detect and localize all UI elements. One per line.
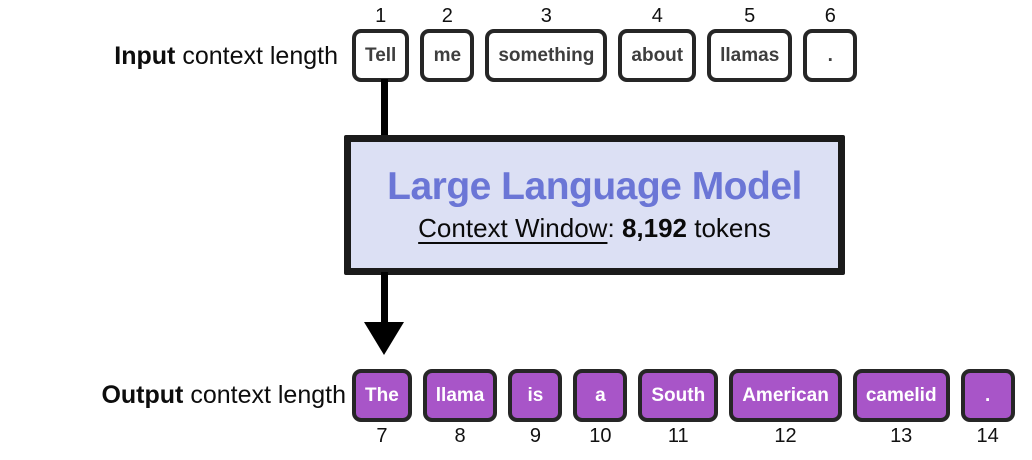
input-token: 6 . xyxy=(803,4,858,82)
output-token: a 10 xyxy=(573,369,628,448)
output-arrow-line xyxy=(381,272,388,324)
token-number: 9 xyxy=(529,425,541,447)
token-number: 5 xyxy=(744,5,756,27)
input-arrow-line xyxy=(381,79,388,137)
output-token-row: The 7 llama 8 is 9 a 10 South 11 America… xyxy=(352,369,1015,448)
output-token: The 7 xyxy=(352,369,412,448)
context-window-unit: tokens xyxy=(687,213,771,244)
input-token-box: about xyxy=(618,29,697,82)
input-token: 3 something xyxy=(485,4,608,82)
input-token-row: 1 Tell 2 me 3 something 4 about 5 llamas… xyxy=(352,4,858,82)
token-number: 11 xyxy=(667,425,689,447)
token-number: 4 xyxy=(651,5,663,27)
output-token: American 12 xyxy=(729,369,842,448)
output-token: llama 8 xyxy=(422,369,498,448)
llm-title: Large Language Model xyxy=(387,164,802,208)
input-token: 1 Tell xyxy=(352,4,410,82)
output-token-box: American xyxy=(729,369,842,422)
output-arrow-head-icon xyxy=(364,322,404,355)
output-token: . 14 xyxy=(960,369,1015,448)
input-token: 4 about xyxy=(618,4,697,82)
input-token-box: me xyxy=(420,29,475,82)
token-number: 6 xyxy=(824,5,836,27)
context-window-value: 8,192 xyxy=(621,213,688,244)
token-number: 2 xyxy=(441,5,453,27)
output-token-box: is xyxy=(508,369,563,422)
token-number: 7 xyxy=(376,425,388,447)
input-token-box: llamas xyxy=(707,29,793,82)
context-window-line: Context Window: 8,192 tokens xyxy=(418,213,771,244)
output-context-length-label: Output context length xyxy=(0,381,346,410)
output-token-box: The xyxy=(352,369,412,422)
output-token: camelid 13 xyxy=(852,369,950,448)
context-window-colon: : xyxy=(607,213,615,244)
input-token-box: . xyxy=(803,29,858,82)
output-token: South 11 xyxy=(638,369,719,448)
output-label-rest: context length xyxy=(183,381,346,409)
input-token-box: something xyxy=(485,29,608,82)
input-token: 2 me xyxy=(420,4,475,82)
token-number: 8 xyxy=(454,425,466,447)
token-number: 10 xyxy=(589,425,612,447)
output-token-box: a xyxy=(573,369,628,422)
token-number: 3 xyxy=(540,5,552,27)
input-token-box: Tell xyxy=(352,29,410,82)
token-number: 13 xyxy=(890,425,913,447)
output-token-box: . xyxy=(960,369,1015,422)
output-label-bold: Output xyxy=(101,381,184,409)
llm-box: Large Language Model Context Window: 8,1… xyxy=(344,135,845,275)
output-token-box: llama xyxy=(422,369,498,422)
token-number: 1 xyxy=(375,5,387,27)
output-token-box: camelid xyxy=(852,369,950,422)
input-label-bold: Input xyxy=(114,42,176,70)
input-token: 5 llamas xyxy=(707,4,793,82)
context-window-label: Context Window xyxy=(418,213,608,244)
token-number: 12 xyxy=(774,425,797,447)
input-context-length-label: Input context length xyxy=(0,42,338,71)
output-token: is 9 xyxy=(508,369,563,448)
token-number: 14 xyxy=(976,425,999,447)
input-label-rest: context length xyxy=(175,42,338,70)
output-token-box: South xyxy=(638,369,719,422)
